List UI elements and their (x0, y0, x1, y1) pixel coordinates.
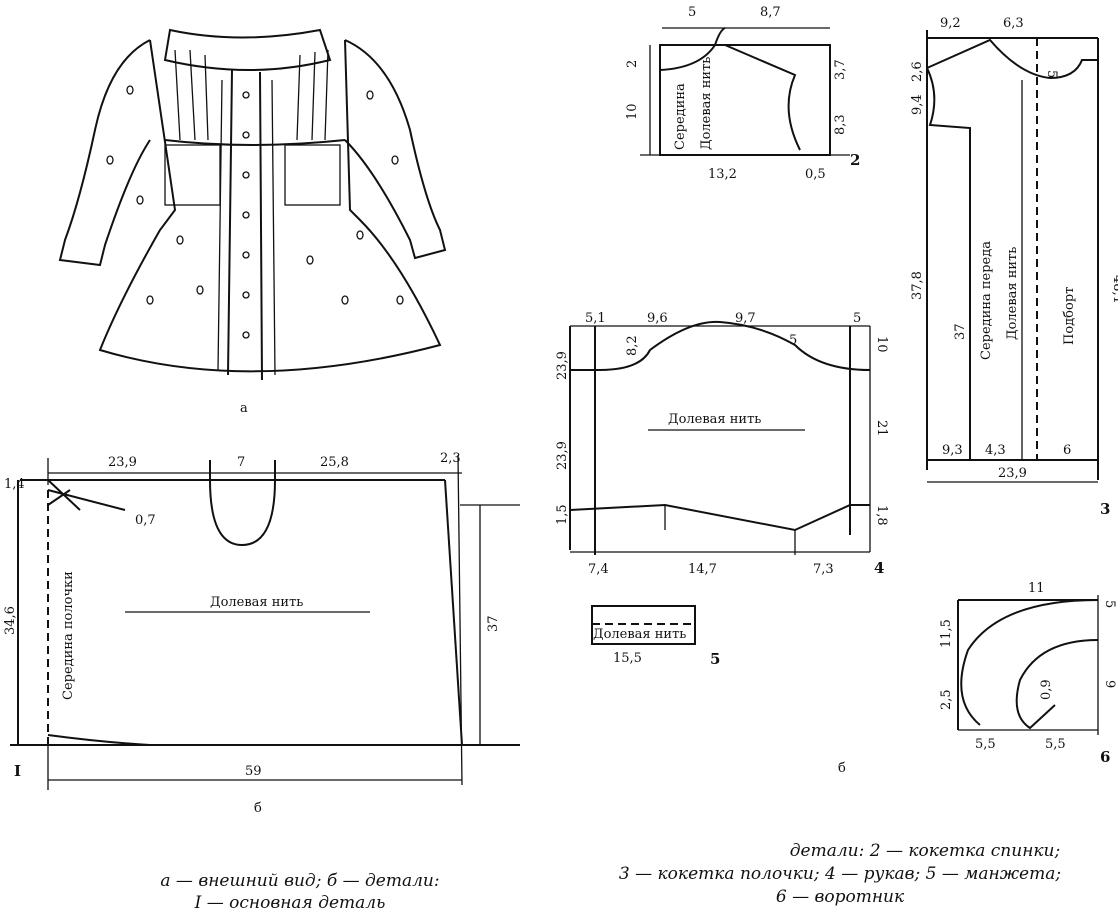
piece-5-cuff (591, 605, 696, 645)
dim-6-3: 6,3 (1003, 16, 1024, 31)
dim-1-8: 1,8 (874, 505, 889, 526)
dim-5-5-right: 5,5 (1045, 737, 1066, 752)
figure-label-b-right: б (838, 761, 846, 776)
dim-9-6: 9,6 (647, 311, 668, 326)
piece-number-4: 4 (874, 559, 884, 577)
dim-14-7: 14,7 (688, 562, 717, 577)
figure-label-b-left: б (254, 801, 262, 816)
grain-line-label: Долевая нить (593, 627, 686, 642)
dim-8-3: 8,3 (833, 114, 848, 135)
piece-number-2: 2 (850, 151, 860, 169)
dim-10: 10 (625, 103, 640, 120)
dim-37-8: 37,8 (910, 271, 925, 300)
caption-right-line-1: детали: 2 — кокетка спинки; (790, 841, 1060, 861)
dim-8-2: 8,2 (625, 335, 640, 356)
dim-9-7: 9,7 (735, 311, 756, 326)
dim-5-cap: 5 (789, 333, 797, 348)
dim-59: 59 (245, 764, 262, 779)
dim-10: 10 (874, 336, 889, 353)
dim-5-neck: 5 (1044, 70, 1059, 78)
dim-3-7: 3,7 (833, 59, 848, 80)
dim-9-4: 9,4 (910, 94, 925, 115)
dim-21: 21 (874, 420, 889, 437)
dim-7-4: 7,4 (588, 562, 609, 577)
dim-5: 5 (853, 311, 861, 326)
dim-11-5: 11,5 (939, 619, 954, 648)
dim-1-5: 1,5 (555, 504, 570, 525)
caption-right-line-2: 3 — кокетка полочки; 4 — рукав; 5 — манж… (619, 864, 1061, 884)
dim-2-6: 2,6 (910, 61, 925, 82)
dress-illustration (58, 28, 447, 381)
dim-23-9: 23,9 (998, 466, 1027, 481)
piece-1-main (10, 454, 520, 790)
dim-9: 9 (1102, 680, 1117, 688)
grain-line-label: Долевая нить (1005, 247, 1020, 340)
dim-13-2: 13,2 (708, 167, 737, 182)
dim-2-3: 2,3 (440, 451, 461, 466)
caption-left-line-2: I — основная деталь (194, 893, 386, 911)
grain-line-label: Долевая нить (210, 595, 303, 610)
grain-line-label: Долевая нить (699, 57, 714, 150)
dim-48-1: 48,1 (1110, 275, 1118, 304)
dim-9-2: 9,2 (940, 16, 961, 31)
dim-2: 2 (625, 60, 640, 68)
dim-23-9: 23,9 (108, 455, 137, 470)
facing-label: Подборт (1062, 287, 1077, 345)
piece-number-3: 3 (1100, 500, 1110, 518)
dim-15-5: 15,5 (613, 651, 642, 666)
dim-6: 6 (1063, 443, 1071, 458)
dim-4-3: 4,3 (985, 443, 1006, 458)
dim-0-7: 0,7 (135, 513, 156, 528)
piece-4-sleeve (569, 320, 871, 555)
piece-3-front-yoke (926, 30, 1099, 483)
dim-5: 5 (1102, 600, 1117, 608)
grain-line-label: Долевая нить (668, 412, 761, 427)
dim-0-9: 0,9 (1039, 679, 1054, 700)
dim-1-4: 1,4 (4, 477, 25, 492)
dim-2-5: 2,5 (939, 689, 954, 710)
figure-label-a: а (240, 401, 248, 416)
piece-6-collar (957, 595, 1099, 735)
dim-0-5: 0,5 (805, 167, 826, 182)
piece-number-5: 5 (710, 650, 720, 668)
dim-7: 7 (237, 455, 245, 470)
dim-37-inner: 37 (953, 323, 968, 340)
piece-number-1: I (14, 762, 21, 780)
dim-5: 5 (688, 5, 696, 20)
dim-11: 11 (1028, 581, 1045, 596)
piece-number-6: 6 (1100, 748, 1110, 766)
dim-23-9-bottom: 23,9 (555, 441, 570, 470)
center-back-label: Середина (673, 83, 688, 150)
caption-right-line-3: 6 — воротник (776, 887, 905, 907)
dim-8-7: 8,7 (760, 5, 781, 20)
dim-5-1: 5,1 (585, 311, 606, 326)
caption-left-line-1: а — внешний вид; б — детали: (160, 871, 439, 891)
dim-9-3: 9,3 (942, 443, 963, 458)
dim-5-5-left: 5,5 (975, 737, 996, 752)
dim-34-6: 34,6 (3, 606, 18, 635)
center-front-label: Середина полочки (61, 571, 76, 700)
piece-2-back-yoke (640, 27, 850, 156)
dim-23-9-top: 23,9 (555, 351, 570, 380)
dim-37: 37 (486, 615, 501, 632)
dim-7-3: 7,3 (813, 562, 834, 577)
center-front-label: Середина переда (979, 241, 994, 360)
dim-25-8: 25,8 (320, 455, 349, 470)
